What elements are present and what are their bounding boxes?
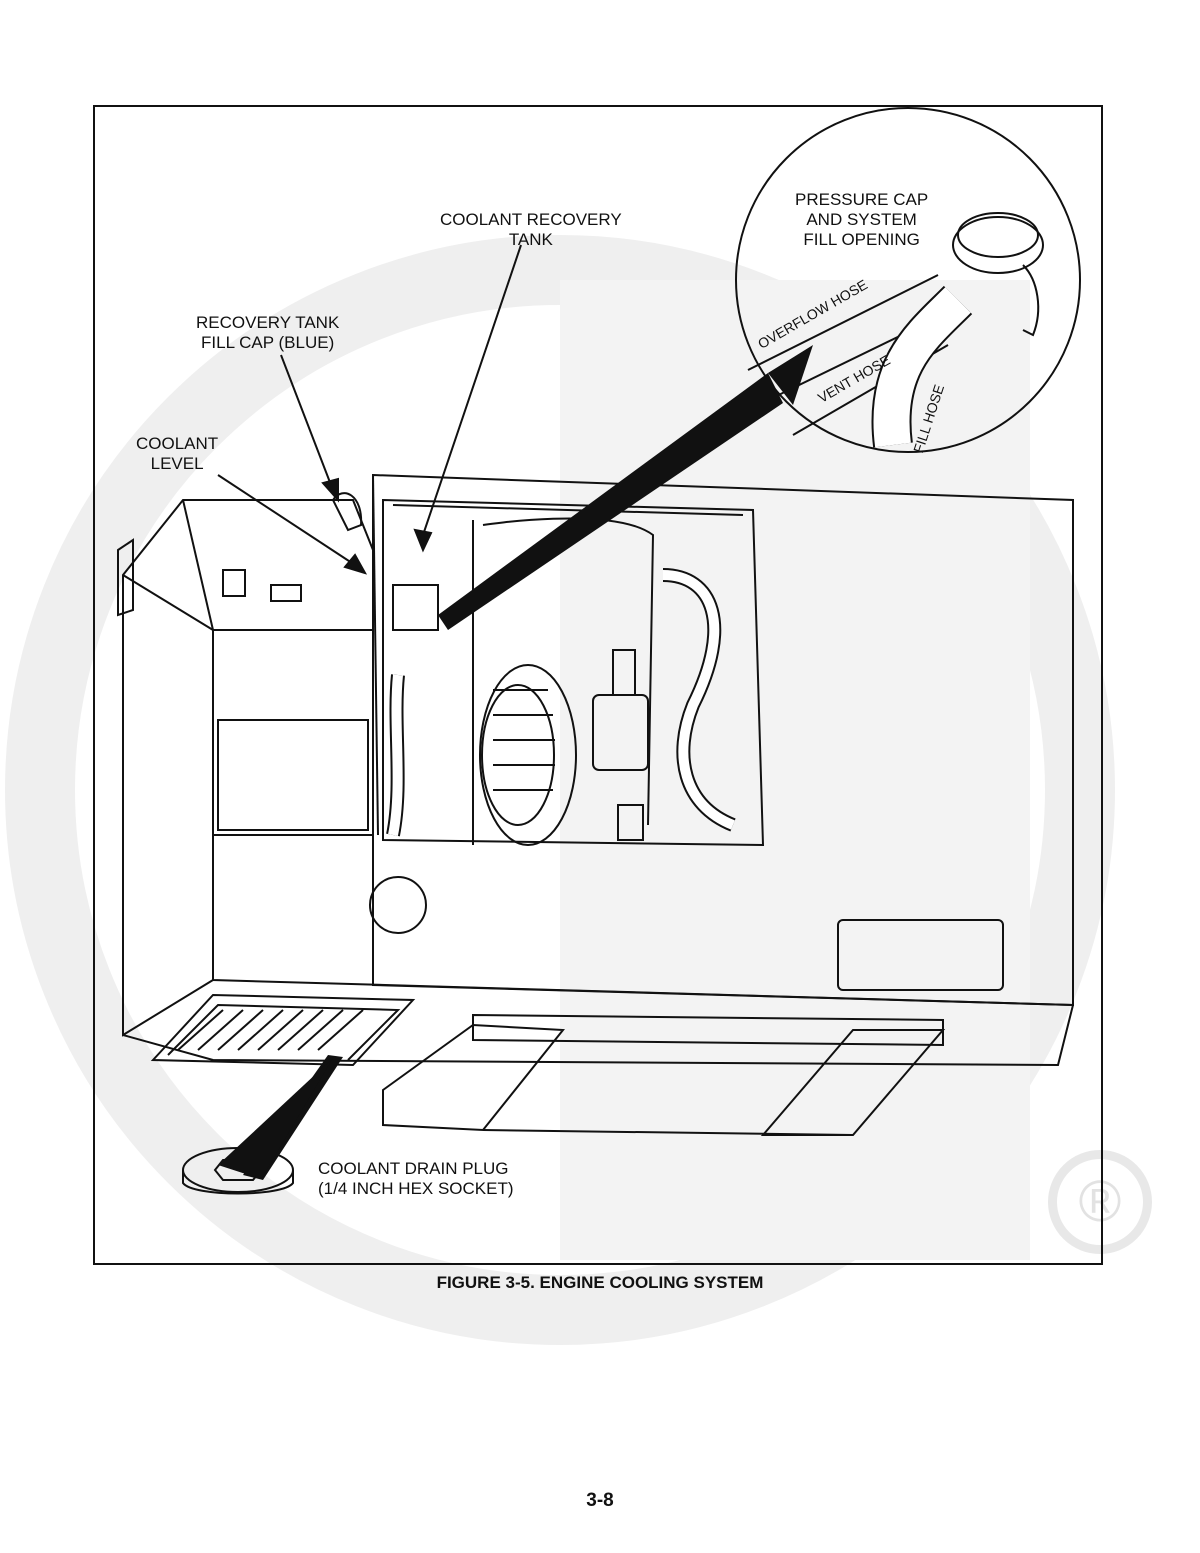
label-pressure-cap: PRESSURE CAP AND SYSTEM FILL OPENING: [795, 190, 929, 249]
label-coolant-level: COOLANT LEVEL: [136, 434, 219, 473]
figure-caption: FIGURE 3-5. ENGINE COOLING SYSTEM: [436, 1273, 764, 1292]
registered-mark: ®: [1048, 1150, 1152, 1254]
engine-cooling-diagram: [117, 107, 1081, 1195]
label-recovery-tank-fill-cap: RECOVERY TANK FILL CAP (BLUE): [196, 313, 340, 352]
label-coolant-recovery-tank: COOLANT RECOVERY TANK: [440, 210, 622, 249]
figure-frame: [93, 105, 1103, 1265]
label-coolant-drain-plug: COOLANT DRAIN PLUG (1/4 INCH HEX SOCKET): [318, 1159, 514, 1198]
page-number: 3-8: [586, 1490, 614, 1511]
